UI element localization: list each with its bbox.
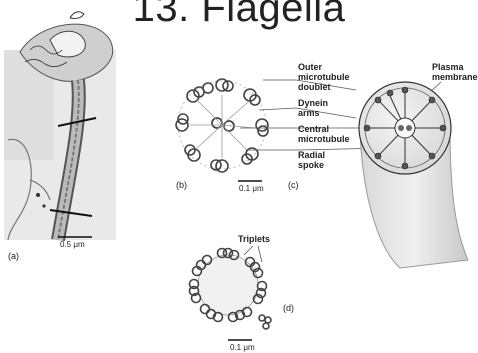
panel-c-label: (c): [288, 180, 299, 190]
panel-a-label: (a): [8, 251, 19, 261]
callout-outer-microtubule-doublet: Outer microtubule doublet: [298, 62, 350, 92]
scale-label-d: 0.1 μm: [230, 343, 255, 352]
callout-radial-spoke: Radial spoke: [298, 150, 325, 170]
callout-plasma-membrane: Plasma membrane: [432, 62, 478, 82]
callout-triplets: Triplets: [238, 234, 270, 244]
scale-label-a: 0.5 μm: [60, 240, 85, 249]
panel-a-micrograph: [4, 12, 116, 240]
panel-d-label: (d): [283, 303, 294, 313]
callout-dynein-arms: Dynein arms: [298, 98, 328, 118]
panel-b-label: (b): [176, 180, 187, 190]
panel-b-micrograph: [176, 79, 268, 172]
panel-c-diagram: [359, 82, 468, 268]
panel-d-micrograph: [190, 246, 272, 329]
callout-central-microtubule: Central microtubule: [298, 124, 350, 144]
scale-label-b: 0.1 μm: [239, 184, 264, 193]
